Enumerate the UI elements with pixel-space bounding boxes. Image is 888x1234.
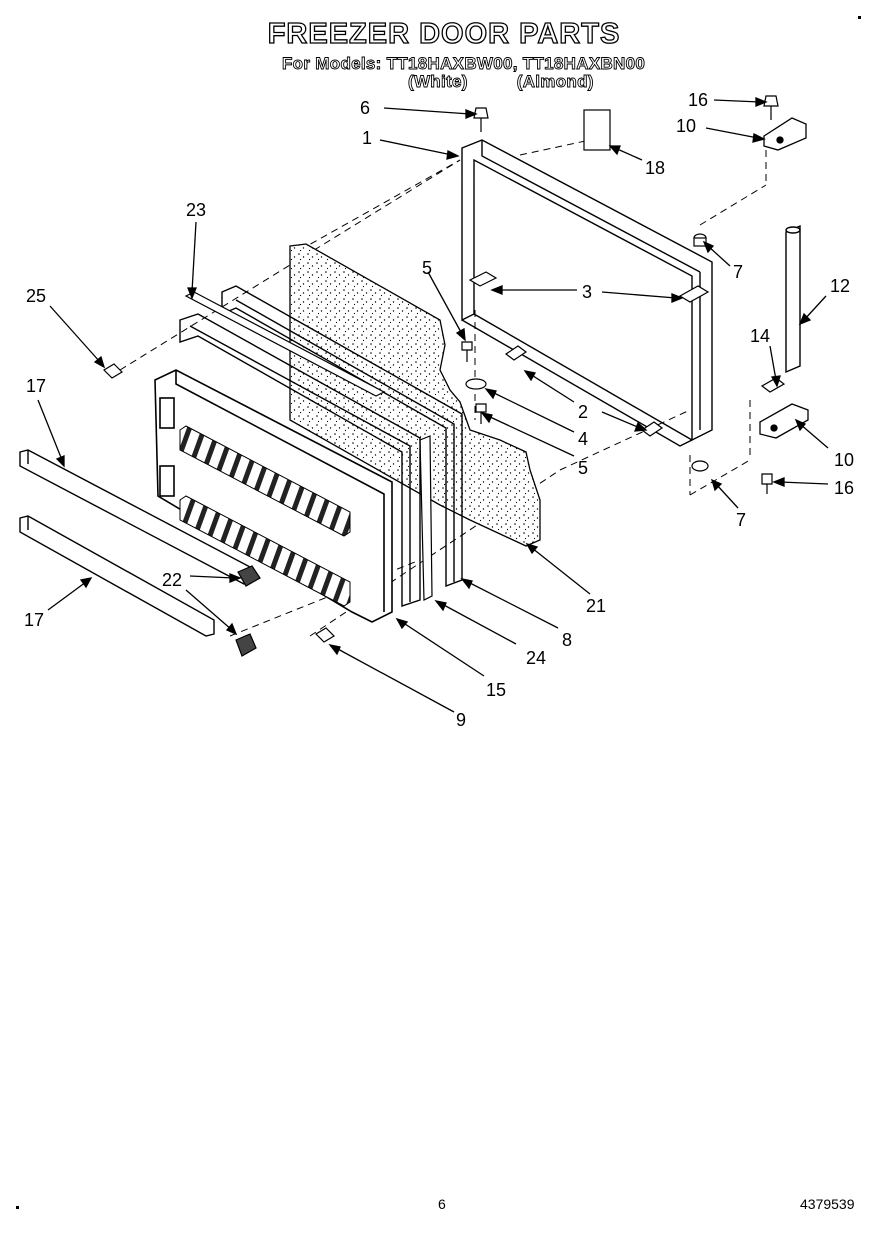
callout-1: 1 xyxy=(362,128,372,148)
part-10-bottom-hinge xyxy=(759,403,809,439)
callout-21: 21 xyxy=(586,596,606,616)
page-number: 6 xyxy=(438,1196,446,1212)
part-17-handle-trim-lower xyxy=(19,515,215,637)
callout-25: 25 xyxy=(26,286,46,306)
callout-18: 18 xyxy=(645,158,665,178)
callout-5-lower: 5 xyxy=(578,458,588,478)
callout-17-upper: 17 xyxy=(26,376,46,396)
door-inner-liner xyxy=(154,369,393,623)
part-10-top-hinge xyxy=(763,117,807,151)
callout-9: 9 xyxy=(456,710,466,730)
part-22-end-caps xyxy=(235,565,261,657)
callout-4: 4 xyxy=(578,429,588,449)
callout-16-lower: 16 xyxy=(834,478,854,498)
callout-16-upper: 16 xyxy=(688,90,708,110)
callout-10-upper: 10 xyxy=(676,116,696,136)
models-line: For Models: TT18HAXBW00, TT18HAXBN00 xyxy=(282,54,646,74)
document-number: 4379539 xyxy=(800,1196,855,1212)
callout-7-upper: 7 xyxy=(733,262,743,282)
callout-14: 14 xyxy=(750,326,770,346)
callout-12: 12 xyxy=(830,276,850,296)
callout-8: 8 xyxy=(562,630,572,650)
part-12-handle-tube xyxy=(785,224,801,374)
callout-24: 24 xyxy=(526,648,546,668)
callout-15: 15 xyxy=(486,680,506,700)
callout-labels: 1 2 3 4 5 5 6 7 7 8 9 10 10 12 14 15 16 … xyxy=(24,90,854,730)
callout-6: 6 xyxy=(360,98,370,118)
color-almond: (Almond) xyxy=(516,72,594,92)
corner-mark-top-right xyxy=(858,16,861,19)
callout-2: 2 xyxy=(578,402,588,422)
callout-17-lower: 17 xyxy=(24,610,44,630)
callout-7-lower: 7 xyxy=(736,510,746,530)
part-24-breaker-strip xyxy=(419,435,433,601)
callout-3: 3 xyxy=(582,282,592,302)
part-1-door-outer-frame xyxy=(461,139,713,447)
part-21-insulation-panel xyxy=(289,243,541,547)
leader-lines xyxy=(37,97,829,713)
color-white: (White) xyxy=(408,72,468,92)
callout-5-upper: 5 xyxy=(422,258,432,278)
part-15-trim-frame xyxy=(179,313,421,607)
fasteners xyxy=(103,95,779,643)
callout-22: 22 xyxy=(162,570,182,590)
callout-23: 23 xyxy=(186,200,206,220)
part-7-stop-pins xyxy=(691,233,709,472)
corner-mark-bottom-left xyxy=(16,1206,19,1209)
assembly-lines xyxy=(119,139,767,637)
callout-10-lower: 10 xyxy=(834,450,854,470)
color-variants: (White) (Almond) xyxy=(408,72,638,92)
page-title: FREEZER DOOR PARTS xyxy=(267,17,621,50)
